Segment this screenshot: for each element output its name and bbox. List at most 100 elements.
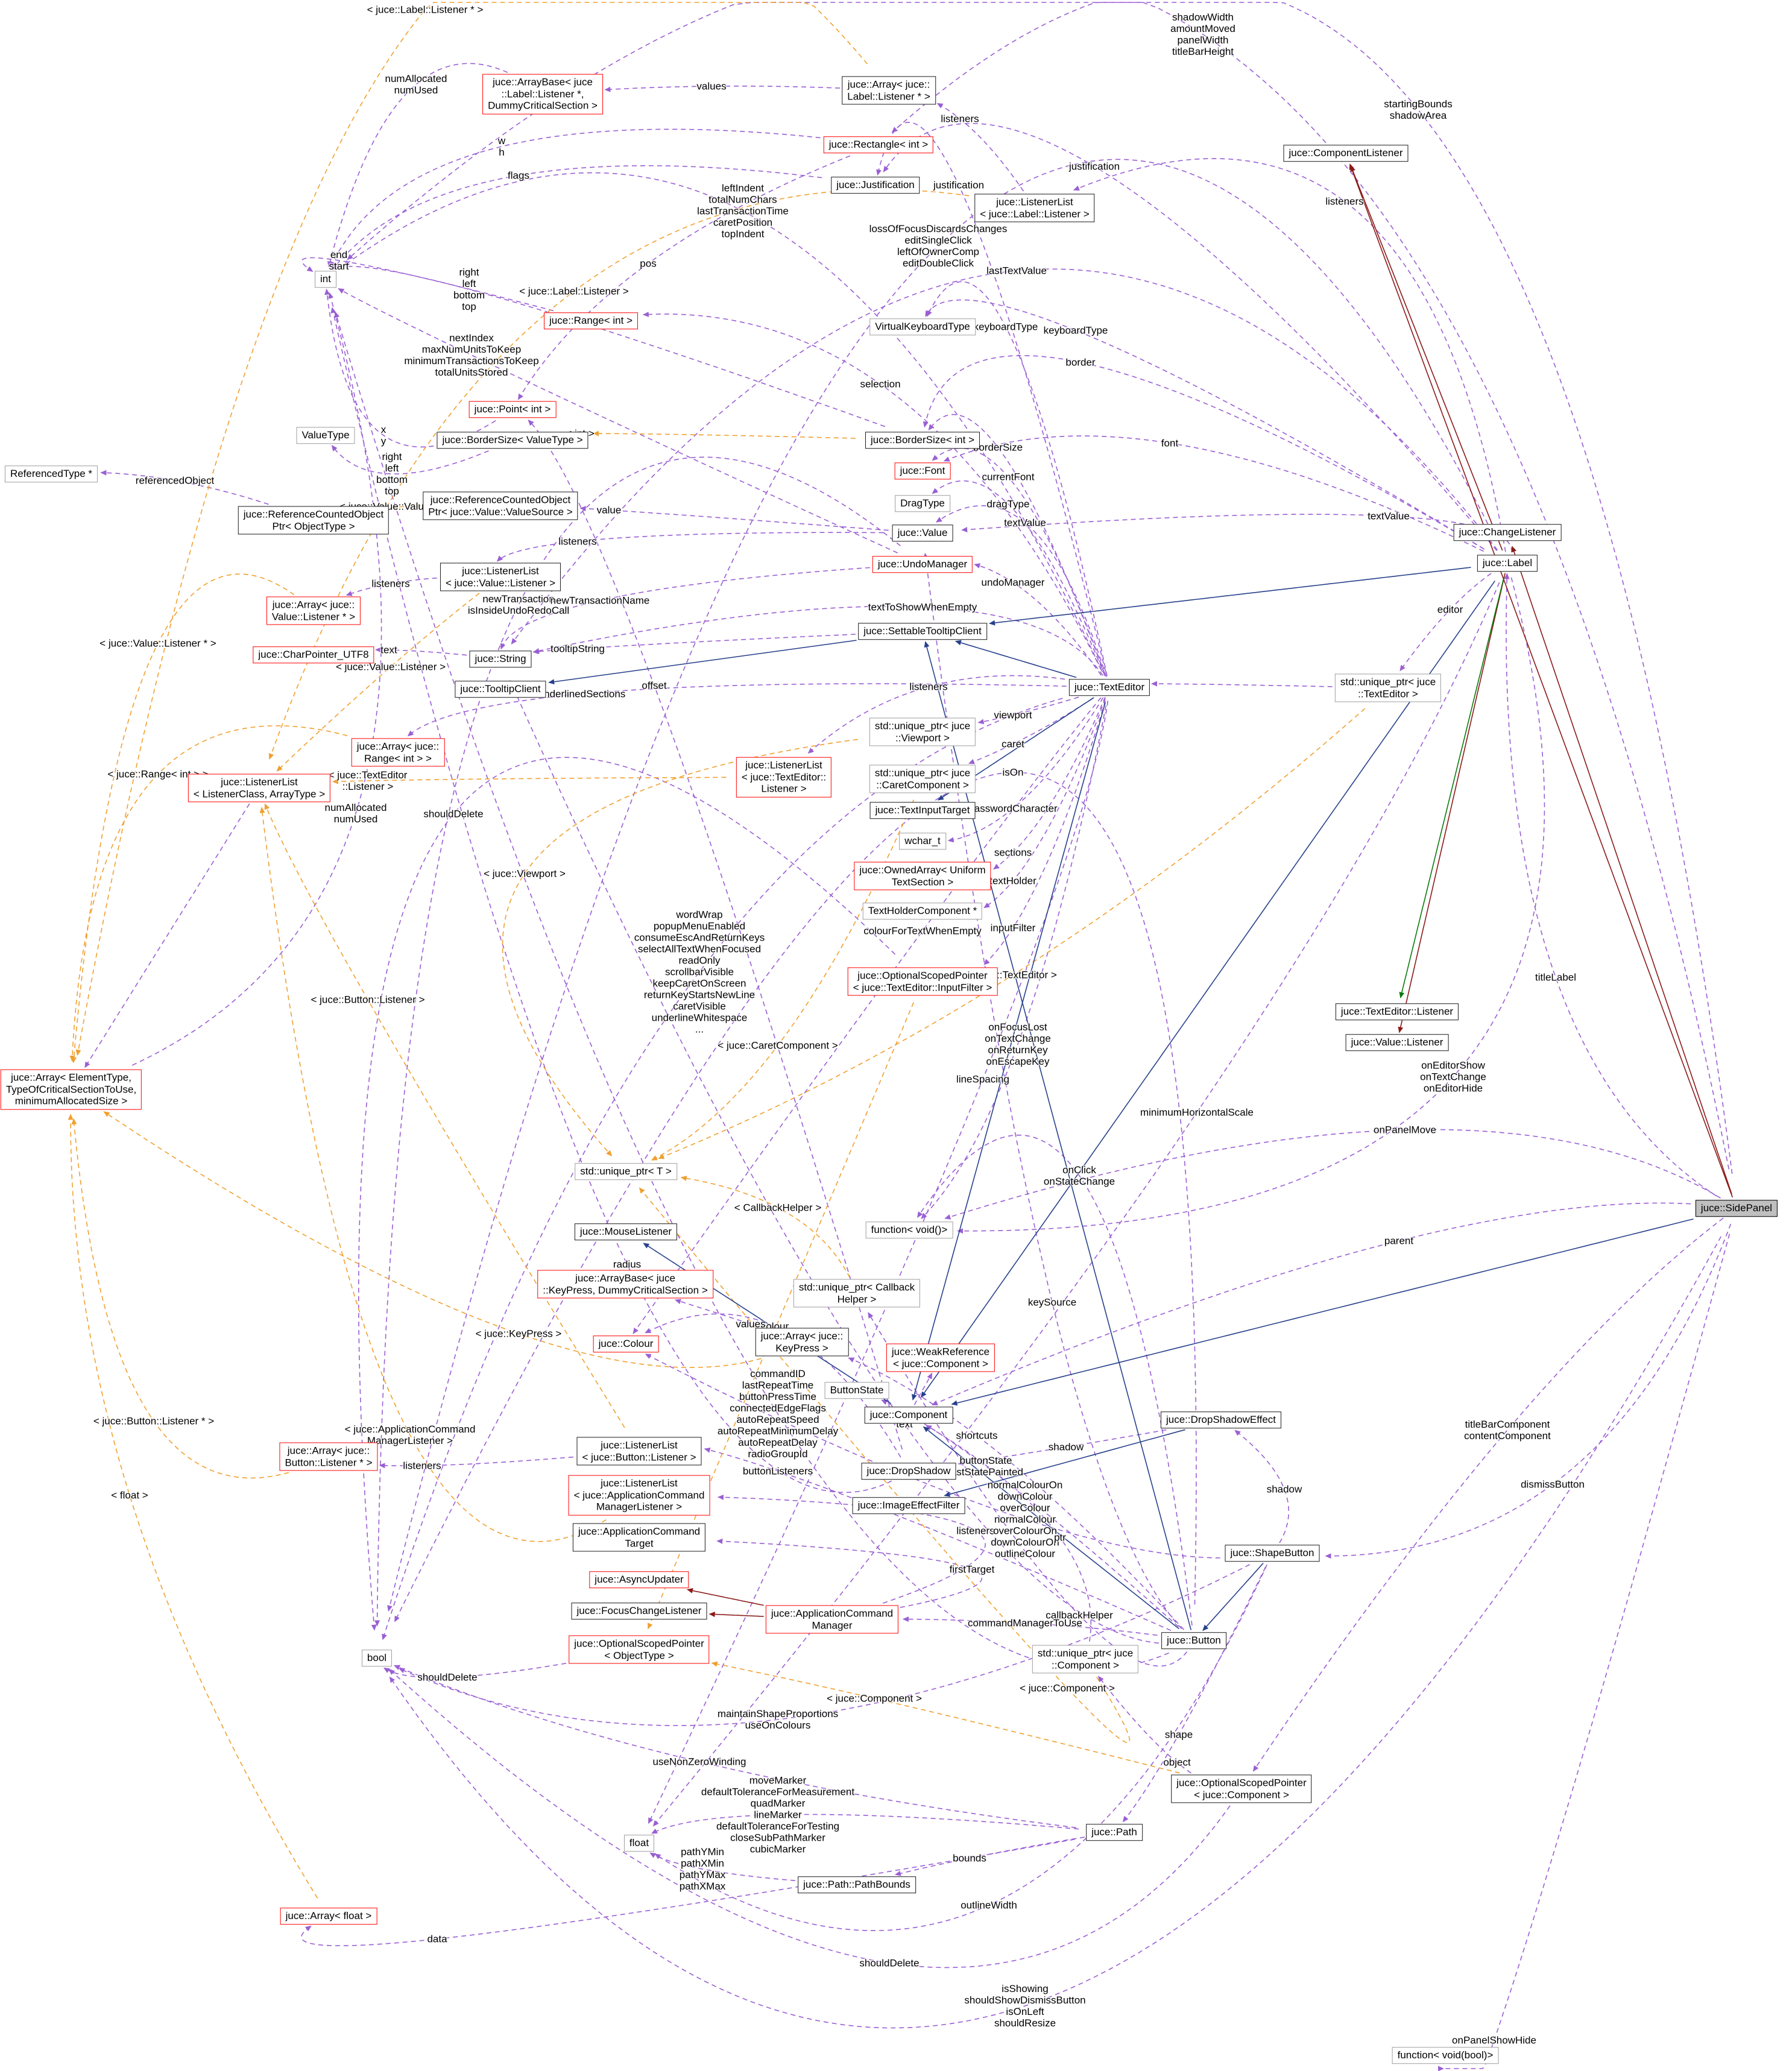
node-VirtualKeyboardType[interactable]: VirtualKeyboardType	[869, 318, 976, 335]
node-ListenerListGeneric[interactable]: juce::ListenerList < ListenerClass, Arra…	[188, 774, 331, 802]
edge-SidePanel-Label	[1504, 573, 1717, 1197]
node-AppCommandTarget[interactable]: juce::ApplicationCommand Target	[572, 1523, 706, 1552]
node-uptrComponent[interactable]: std::unique_ptr< juce ::Component >	[1032, 1645, 1139, 1674]
edge-ArrayLabelListener-ArrayBaseLabelListener	[604, 86, 841, 92]
node-ArrayGeneric[interactable]: juce::Array< ElementType, TypeOfCritical…	[0, 1069, 142, 1110]
edge-label-Label-VirtualKeyboardType: keyboardType	[1043, 324, 1108, 336]
node-TextHolderComponentPtr[interactable]: TextHolderComponent *	[862, 903, 983, 919]
node-int[interactable]: int	[315, 271, 336, 288]
edge-label-Justification-int: flags	[508, 169, 529, 181]
node-CharPointerUTF8[interactable]: juce::CharPointer_UTF8	[253, 646, 374, 663]
node-RefCountedPtrValueSource[interactable]: juce::ReferenceCountedObject Ptr< juce::…	[423, 491, 578, 520]
node-uptrViewport[interactable]: std::unique_ptr< juce ::Viewport >	[869, 717, 976, 746]
node-ArrayFloat[interactable]: juce::Array< float >	[280, 1908, 377, 1924]
node-TooltipClient[interactable]: juce::TooltipClient	[455, 681, 546, 698]
node-ValueType[interactable]: ValueType	[296, 427, 355, 444]
edge-label-uptrComponent-Component: ptr	[1054, 1531, 1066, 1543]
node-ListenerListLabelListener[interactable]: juce::ListenerList < juce::Label::Listen…	[974, 194, 1095, 222]
edge-label-SidePanel-Component: parent	[1384, 1235, 1414, 1247]
node-RectangleInt[interactable]: juce::Rectangle< int >	[823, 136, 934, 153]
node-ListenerListButtonListener[interactable]: juce::ListenerList < juce::Button::Liste…	[576, 1437, 702, 1466]
node-Value[interactable]: juce::Value	[892, 525, 953, 541]
edge-TextEditor-VirtualKeyboardType	[926, 281, 1108, 676]
node-SettableTooltipClient[interactable]: juce::SettableTooltipClient	[858, 623, 987, 640]
node-Font[interactable]: juce::Font	[894, 462, 951, 479]
edge-RangeInt-int	[301, 257, 554, 312]
node-OptScopedPtrObjectType[interactable]: juce::OptionalScopedPointer < ObjectType…	[569, 1635, 710, 1664]
node-ListenerListACML[interactable]: juce::ListenerList < juce::ApplicationCo…	[568, 1475, 710, 1516]
node-ReferencedTypePtr[interactable]: ReferencedType *	[4, 465, 98, 482]
node-uptrTextEditor[interactable]: std::unique_ptr< juce ::TextEditor >	[1334, 673, 1442, 702]
node-OptScopedPtrInputFilter[interactable]: juce::OptionalScopedPointer < juce::Text…	[847, 967, 998, 996]
node-AppCommandManager[interactable]: juce::ApplicationCommand Manager	[765, 1605, 899, 1634]
node-ValueListener[interactable]: juce::Value::Listener	[1345, 1034, 1449, 1051]
edge-label-ArrayLabelListener-ArrayBaseLabelListener: values	[696, 80, 727, 92]
node-ComponentListener[interactable]: juce::ComponentListener	[1283, 145, 1409, 162]
edge-label-DropShadowEffect-DropShadow: shadow	[1048, 1441, 1084, 1453]
edge-label-ListenerListValueListener-ArrayValueListener: listeners	[371, 578, 410, 590]
edge-Value-ListenerListValueListener	[496, 532, 884, 562]
node-SidePanel[interactable]: juce::SidePanel	[1695, 1200, 1778, 1217]
node-ArrayButtonListener[interactable]: juce::Array< juce:: Button::Listener * >	[279, 1442, 378, 1471]
node-ArrayRangeInt[interactable]: juce::Array< juce:: Range< int > >	[351, 738, 445, 767]
node-OwnedArrayUTS[interactable]: juce::OwnedArray< Uniform TextSection >	[854, 862, 991, 890]
edge-ShapeButton-Colour	[645, 1354, 1220, 1559]
edge-label-TextEditor-VirtualKeyboardType: keyboardType	[973, 321, 1038, 333]
node-fnVoidBool[interactable]: function< void(bool)>	[1392, 2047, 1499, 2064]
node-TextEditorListener[interactable]: juce::TextEditor::Listener	[1335, 1003, 1459, 1020]
node-ImageEffectFilter[interactable]: juce::ImageEffectFilter	[852, 1497, 965, 1514]
node-ListenerListValueListener[interactable]: juce::ListenerList < juce::Value::Listen…	[440, 563, 561, 591]
node-ButtonState[interactable]: ButtonState	[824, 1382, 889, 1399]
node-ArrayBaseKeyPress[interactable]: juce::ArrayBase< juce ::KeyPress, DummyC…	[537, 1270, 713, 1299]
edge-ShapeButton-bool	[399, 1564, 1251, 1726]
node-ArrayLabelListener[interactable]: juce::Array< juce:: Label::Listener * >	[842, 76, 936, 105]
node-Colour[interactable]: juce::Colour	[593, 1335, 659, 1352]
node-fnVoid[interactable]: function< void()>	[865, 1221, 953, 1238]
edge-ShapeButton-float	[654, 1564, 1268, 1931]
edge-Label-uptrTextEditor	[1399, 573, 1492, 672]
node-TextInputTarget[interactable]: juce::TextInputTarget	[869, 802, 976, 819]
node-ListenerListTextEditorListener[interactable]: juce::ListenerList < juce::TextEditor:: …	[736, 757, 832, 798]
node-Path[interactable]: juce::Path	[1086, 1824, 1143, 1841]
node-uptrCallback[interactable]: std::unique_ptr< Callback Helper >	[793, 1279, 921, 1308]
node-bool[interactable]: bool	[361, 1650, 393, 1666]
node-DragType[interactable]: DragType	[895, 495, 950, 512]
node-PointInt[interactable]: juce::Point< int >	[469, 401, 557, 418]
edge-label-RectangleInt-int: w h	[497, 134, 506, 158]
node-float[interactable]: float	[623, 1835, 655, 1852]
node-WeakReference[interactable]: juce::WeakReference < juce::Component >	[886, 1343, 995, 1372]
node-MouseListener[interactable]: juce::MouseListener	[574, 1223, 678, 1240]
node-DropShadow[interactable]: juce::DropShadow	[861, 1463, 956, 1480]
node-BorderSizeInt[interactable]: juce::BorderSize< int >	[865, 432, 980, 449]
node-ArrayBaseLabelListener[interactable]: juce::ArrayBase< juce ::Label::Listener …	[482, 74, 603, 115]
node-wchar_t[interactable]: wchar_t	[899, 833, 946, 850]
edge-uptrTextEditor-uptrT	[658, 708, 1366, 1159]
node-ArrayValueListener[interactable]: juce::Array< juce:: Value::Listener * >	[266, 596, 361, 625]
node-ArrayKeyPress[interactable]: juce::Array< juce:: KeyPress >	[755, 1328, 849, 1357]
node-RefCountedPtrObjectType[interactable]: juce::ReferenceCountedObject Ptr< Object…	[238, 506, 390, 535]
node-PathBounds[interactable]: juce::Path::PathBounds	[798, 1876, 916, 1893]
node-AsyncUpdater[interactable]: juce::AsyncUpdater	[589, 1571, 689, 1588]
edge-SettableTooltipClient-TooltipClient	[548, 640, 857, 685]
edge-label-ArrayLabelListener-ArrayGeneric: < juce::Label::Listener * >	[367, 4, 484, 16]
node-TextEditor[interactable]: juce::TextEditor	[1068, 679, 1150, 696]
node-Label[interactable]: juce::Label	[1477, 555, 1538, 572]
node-String[interactable]: juce::String	[469, 651, 532, 667]
node-uptrT[interactable]: std::unique_ptr< T >	[575, 1163, 677, 1180]
edge-label-SidePanel-Label: titleLabel	[1535, 971, 1577, 983]
node-Component[interactable]: juce::Component	[864, 1407, 953, 1423]
node-DropShadowEffect[interactable]: juce::DropShadowEffect	[1160, 1411, 1282, 1428]
node-OptScopedPtrComponent[interactable]: juce::OptionalScopedPointer < juce::Comp…	[1171, 1774, 1312, 1803]
node-Justification[interactable]: juce::Justification	[831, 177, 920, 194]
edge-label-RefCountedPtrObjectType-ReferencedTypePtr: referencedObject	[135, 474, 215, 487]
node-uptrCaret[interactable]: std::unique_ptr< juce ::CaretComponent >	[869, 764, 976, 793]
edge-label-uptrCallback-uptrT: < CallbackHelper >	[734, 1202, 822, 1214]
node-RangeInt[interactable]: juce::Range< int >	[544, 312, 638, 329]
edge-Label-Font	[943, 435, 1484, 552]
node-UndoManager[interactable]: juce::UndoManager	[872, 556, 973, 573]
node-BorderSizeValueType[interactable]: juce::BorderSize< ValueType >	[437, 432, 588, 449]
node-ChangeListener[interactable]: juce::ChangeListener	[1453, 524, 1562, 541]
node-Button[interactable]: juce::Button	[1161, 1632, 1226, 1649]
node-FocusChangeListener[interactable]: juce::FocusChangeListener	[571, 1603, 707, 1619]
node-ShapeButton[interactable]: juce::ShapeButton	[1225, 1545, 1320, 1562]
